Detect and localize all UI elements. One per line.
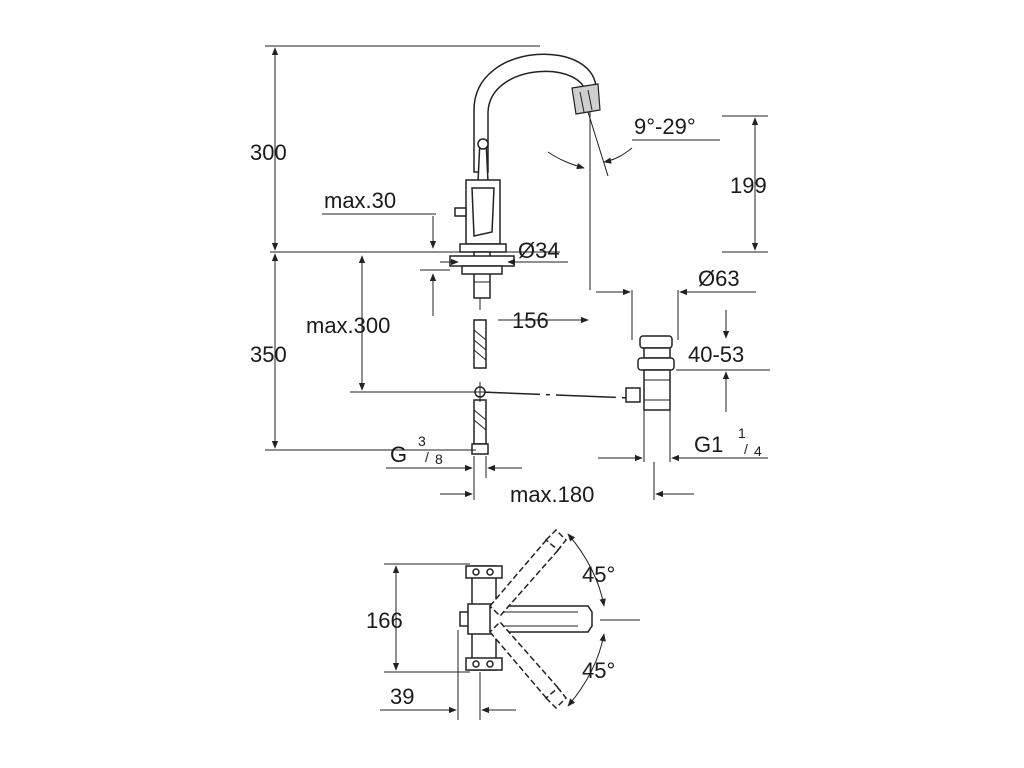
dim-max-deck: max.30: [322, 188, 450, 316]
reach-label: 156: [512, 308, 549, 333]
dim-below-height: 350: [250, 253, 476, 451]
side-view: 300 199 9°-29° max.30: [250, 45, 770, 507]
inlet-thread-main-label: G: [390, 442, 407, 467]
max-deck-label: max.30: [324, 188, 396, 213]
dim-waste-dia: Ø63: [596, 266, 756, 340]
height-total-label: 300: [250, 140, 287, 165]
dim-plan-offset: 39: [380, 630, 516, 720]
waste-thread-den-label: 4: [754, 443, 762, 459]
below-height-label: 350: [250, 342, 287, 367]
max-offset-label: max.180: [510, 482, 594, 507]
inlet-thread-den-label: 8: [435, 451, 443, 467]
inlet-thread-num-label: 3: [418, 433, 426, 449]
dim-max-depth: max.300: [306, 255, 470, 393]
waste-thread-num-label: 1: [738, 425, 746, 441]
angle-upper-label: 45°: [582, 562, 615, 587]
dim-reach: 156: [498, 308, 589, 333]
dim-angle-upper: 45°: [567, 533, 615, 607]
plan-depth-label: 166: [366, 608, 403, 633]
dim-angle-range: 9°-29°: [547, 111, 720, 290]
waste-fitting: [625, 335, 675, 462]
waste-thread-main-label: G1: [694, 432, 723, 457]
faucet-spout: [473, 53, 601, 173]
plan-lever-upper: [488, 528, 568, 618]
dim-plan-depth: 166: [366, 563, 470, 673]
dim-spout-height: 199: [722, 115, 768, 253]
waste-dia-label: Ø63: [698, 266, 740, 291]
dim-max-offset: max.180: [440, 462, 694, 507]
spout-height-label: 199: [730, 173, 767, 198]
body-dia-label: Ø34: [518, 238, 560, 263]
pop-up-rod: [470, 382, 631, 402]
max-depth-label: max.300: [306, 313, 390, 338]
lever-handle: [477, 138, 489, 183]
dim-waste-range: 40-53: [676, 310, 770, 412]
faucet-body: [454, 179, 507, 253]
dim-height-total: 300: [250, 45, 540, 251]
mounting-stud: [449, 251, 515, 310]
waste-thread-slash: /: [744, 441, 748, 457]
dim-angle-lower: 45°: [567, 633, 615, 707]
plan-lever-lower: [488, 620, 568, 710]
waste-range-label: 40-53: [688, 342, 744, 367]
dim-body-dia: Ø34: [440, 238, 568, 266]
supply-hose: [471, 319, 489, 455]
angle-range-label: 9°-29°: [634, 114, 696, 139]
dim-waste-thread: G1 1 / 4: [598, 425, 768, 462]
dim-inlet-thread: G 3 / 8: [386, 433, 522, 500]
angle-lower-label: 45°: [582, 658, 615, 683]
inlet-thread-slash: /: [425, 449, 429, 465]
plan-view: 45° 45° 166 39: [366, 528, 640, 720]
plan-offset-label: 39: [390, 684, 414, 709]
